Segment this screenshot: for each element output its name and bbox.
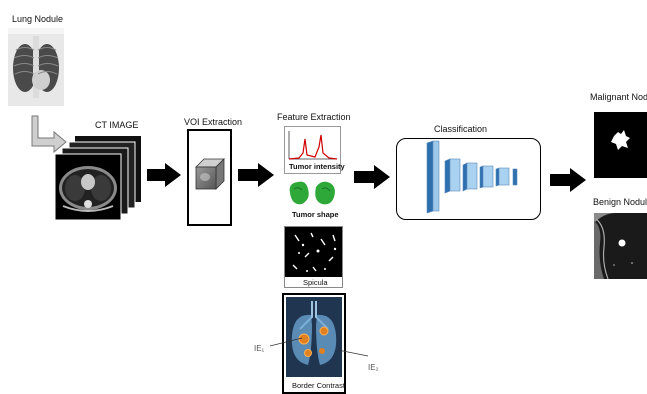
arrow-classification-to-results — [550, 168, 586, 192]
chest-xray-image — [8, 28, 64, 106]
benign-nodule-image — [594, 213, 647, 279]
feature-extraction-label: Feature Extraction — [277, 112, 351, 122]
ie-pointer-lines — [250, 330, 380, 370]
spicula-label: Spicula — [303, 278, 328, 287]
arrow-features-to-classification — [354, 165, 390, 189]
tumor-intensity-panel: Tumor intensity — [284, 126, 345, 174]
lung-nodule-label: Lung Nodule — [12, 14, 64, 24]
border-contrast-panel: Border Contrast — [282, 293, 346, 394]
border-contrast-label: Border Contrast — [292, 381, 345, 390]
ie1-label: IE₁ — [254, 344, 265, 353]
benign-nodule-label: Benign Nodule — [593, 197, 647, 207]
voi-extraction-box — [187, 129, 232, 226]
tumor-shape-panel: Tumor shape — [284, 177, 341, 222]
xray-to-ct-arrow — [28, 114, 72, 154]
ct-image-stack — [55, 136, 141, 222]
spicula-panel: Spicula — [284, 226, 343, 288]
ct-image-label: CT IMAGE — [95, 120, 139, 130]
ie2-label: IE₂ — [368, 363, 379, 372]
malignant-nodule-image — [594, 112, 647, 178]
arrow-ct-to-voi — [147, 163, 181, 187]
classification-box — [396, 138, 541, 220]
classification-label: Classification — [434, 124, 488, 134]
arrow-voi-to-features — [238, 163, 274, 187]
malignant-nodule-label: Malignant Nodu — [590, 92, 647, 102]
tumor-intensity-label: Tumor intensity — [289, 162, 345, 171]
voi-extraction-label: VOI Extraction — [184, 117, 243, 127]
tumor-shape-label: Tumor shape — [292, 210, 339, 219]
